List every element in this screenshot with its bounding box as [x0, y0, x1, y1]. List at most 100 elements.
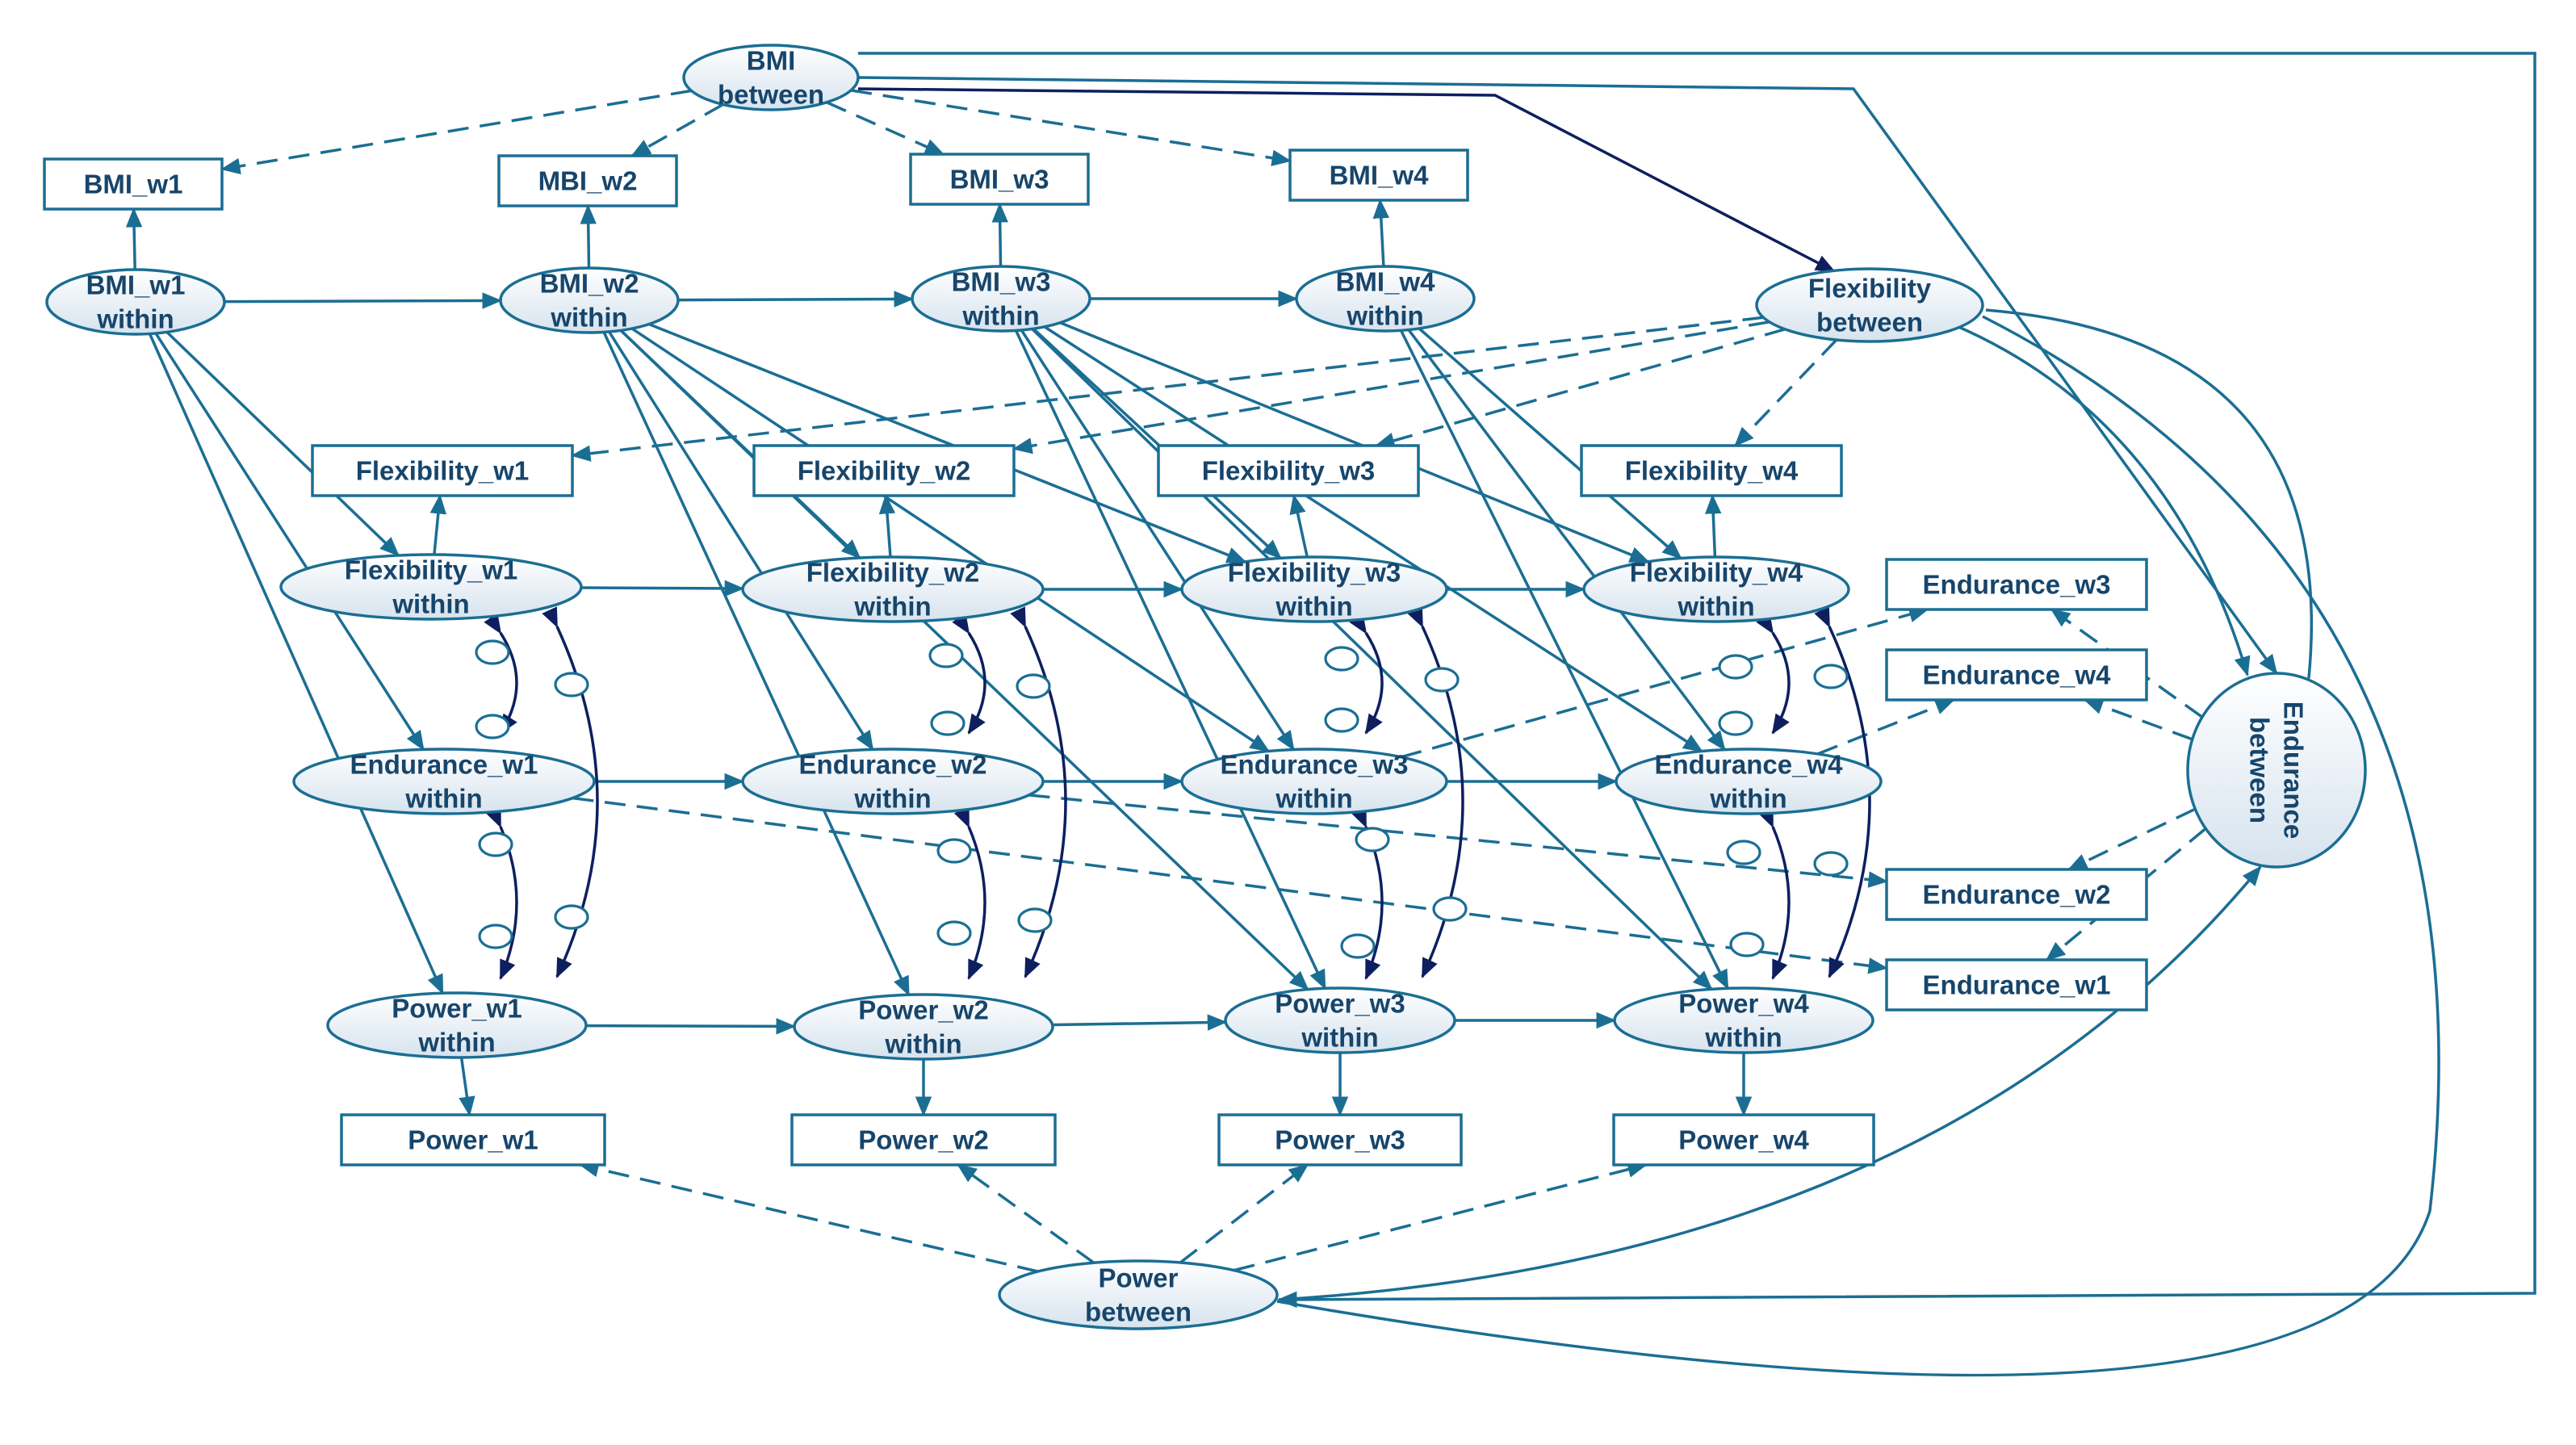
- bmi-w3-within-node-shape: [911, 265, 1091, 333]
- power-w3-box: Power_w3: [1217, 1113, 1463, 1166]
- arrow-flexibility-w4-within-to-flexibility-w4-23: [1705, 493, 1722, 558]
- residual-error-circle-15: [1355, 827, 1390, 852]
- power-w1-within-node-label-1: Power_w1: [392, 994, 521, 1024]
- power-w2-box-label-1: Power_w2: [858, 1125, 988, 1155]
- arrow-bmi-w1-within-to-bmi-w2-within-32: [224, 292, 503, 309]
- power-w4-box-shape: [1612, 1113, 1875, 1166]
- flexibility-w3-box-shape: [1157, 444, 1420, 497]
- bmi-w4-box: BMI_w4: [1288, 149, 1469, 202]
- power-w1-within-node-label-2: within: [417, 1028, 495, 1058]
- bmi-w3-box-label-1: BMI_w3: [950, 165, 1049, 195]
- endurance-w1-box-shape: [1885, 958, 2148, 1011]
- arrow-flexibility-w3-within-to-flexibility-w3-22: [1289, 494, 1309, 558]
- arrow-bmi-w2-within-to-endurance-w3-within-57: [630, 327, 1271, 752]
- arrow-bmi-w4-within-to-power-w4-within-55: [1399, 329, 1729, 991]
- endurance-w2-box-label-1: Endurance_w2: [1923, 880, 2111, 910]
- bmi-w3-within-node-label-1: BMI_w3: [952, 267, 1051, 297]
- endurance-w3-within-node-label-2: within: [1275, 784, 1352, 814]
- flexibility-between-node-label-2: between: [1816, 308, 1923, 337]
- residual-error-circle-23: [1813, 664, 1849, 689]
- residual-error-circle-12: [1017, 907, 1053, 933]
- power-w1-box-shape: [340, 1113, 606, 1166]
- flexibility-w2-box-label-1: Flexibility_w2: [798, 456, 971, 486]
- endurance-w1-box-label-1: Endurance_w1: [1923, 970, 2111, 1000]
- bmi-w2-within-node-label-2: within: [550, 303, 627, 333]
- residual-error-circle-4: [478, 924, 513, 949]
- flexibility-w2-within-node-label-1: Flexibility_w2: [806, 558, 980, 588]
- arrow-power-w1-within-to-power-w2-within-41: [585, 1018, 797, 1035]
- bmi-between-node: BMI between: [682, 44, 860, 111]
- power-w1-within-node-shape: [326, 991, 588, 1059]
- residual-error-circle-1: [475, 639, 510, 665]
- endurance-w4-within-node-label-2: within: [1709, 784, 1786, 814]
- residual-error-circle-16: [1340, 933, 1376, 959]
- arrow-endurance-w3-within-to-endurance-w3-30: [1401, 606, 1929, 759]
- arrow-endurance-w2-within-to-endurance-w2-29: [1028, 794, 1889, 888]
- arrow-endurance-w4-within-to-endurance-w4-31: [1817, 698, 1955, 756]
- bmi-between-node-label-1: BMI: [747, 46, 796, 76]
- arrow-bmi-w1-within-to-power-w1-within-46: [148, 333, 444, 995]
- bmi-w4-within-node-label-2: within: [1346, 301, 1423, 331]
- bmi-between-node-shape: [682, 44, 860, 111]
- flexibility-w3-within-node-shape: [1180, 555, 1448, 623]
- arrow-bmi-between-to-bmi-w3-2: [826, 101, 945, 156]
- bmi-between-node-label-2: between: [718, 80, 824, 110]
- arrow-bmi-w4-within-to-flexibility-w4-within-53: [1418, 327, 1682, 559]
- edges-layer: [125, 52, 2536, 1377]
- power-w2-within-node-shape: [793, 993, 1054, 1061]
- arrow-endurance-between-to-endurance-w2-13: [2067, 807, 2197, 871]
- bmi-w4-within-node-label-1: BMI_w4: [1336, 267, 1436, 297]
- endurance-w3-box-shape: [1885, 558, 2148, 611]
- arrow-bmi-w2-within-to-power-w2-within-49: [602, 331, 911, 997]
- power-w4-within-node-label-1: Power_w4: [1678, 989, 1809, 1019]
- arrow-bmi-w3-within-to-flexibility-w4-within-59: [1059, 321, 1650, 563]
- flexibility-w1-within-node-shape: [279, 553, 583, 621]
- arrow-bmi-w3-within-to-power-w4-within-61: [1031, 328, 1713, 991]
- endurance-w2-within-node-shape: [741, 748, 1045, 815]
- endurance-w1-box: Endurance_w1: [1885, 958, 2148, 1011]
- arrow-bmi-w2-within-to-mbi-w2-17: [580, 203, 597, 269]
- endurance-between-node-shape: [2186, 672, 2367, 869]
- arrow-power-between-to-power-w2-9: [957, 1163, 1095, 1264]
- arrow-power-w1-within-to-power-w1-24: [459, 1057, 475, 1117]
- endurance-w1-within-node-shape: [292, 748, 596, 815]
- arrow-bmi-w3-within-to-bmi-w3-18: [991, 202, 1008, 267]
- arrow-bmi-between-to-bmi-w1-0: [220, 89, 692, 174]
- arrow-bmi-w4-within-to-bmi-w4-19: [1372, 198, 1389, 267]
- flexibility-w4-box-label-1: Flexibility_w4: [1625, 456, 1799, 486]
- covariance-end-power-w2: [953, 806, 986, 980]
- arrow-bmi-w3-within-to-power-w3-within-52: [1014, 329, 1326, 991]
- endurance-w2-within-node-label-2: within: [853, 784, 931, 814]
- arrow-bmi-w2-within-to-endurance-w2-within-48: [608, 331, 874, 752]
- power-w2-within-node-label-2: within: [884, 1029, 961, 1059]
- arrow-bmi-w1-within-to-flexibility-w1-within-44: [165, 331, 400, 557]
- residual-error-circle-13: [1324, 646, 1359, 672]
- power-w1-box: Power_w1: [340, 1113, 606, 1166]
- flexibility-w4-box-shape: [1580, 444, 1843, 497]
- arrow-bmi-w3-within-to-flexibility-w3-within-50: [1032, 327, 1282, 559]
- power-w2-box: Power_w2: [790, 1113, 1057, 1166]
- arrow-power-between-to-flexibility-between: [1276, 315, 2440, 1377]
- endurance-w3-box: Endurance_w3: [1885, 558, 2148, 611]
- bmi-w3-box: BMI_w3: [909, 153, 1090, 206]
- endurance-w3-box-label-1: Endurance_w3: [1923, 570, 2111, 600]
- residual-error-circle-2: [475, 714, 510, 739]
- endurance-w2-box-shape: [1885, 868, 2148, 921]
- flexibility-w2-box: Flexibility_w2: [752, 444, 1016, 497]
- mbi-w2-box: MBI_w2: [497, 154, 678, 207]
- arrow-power-between-to-endurance-between: [1278, 865, 2262, 1301]
- bmi-w2-within-node-label-1: BMI_w2: [540, 269, 639, 299]
- power-w4-box: Power_w4: [1612, 1113, 1875, 1166]
- power-w3-within-node-shape: [1224, 986, 1456, 1054]
- flexibility-w1-box: Flexibility_w1: [311, 444, 574, 497]
- bmi-w3-within-node-label-2: within: [961, 301, 1039, 331]
